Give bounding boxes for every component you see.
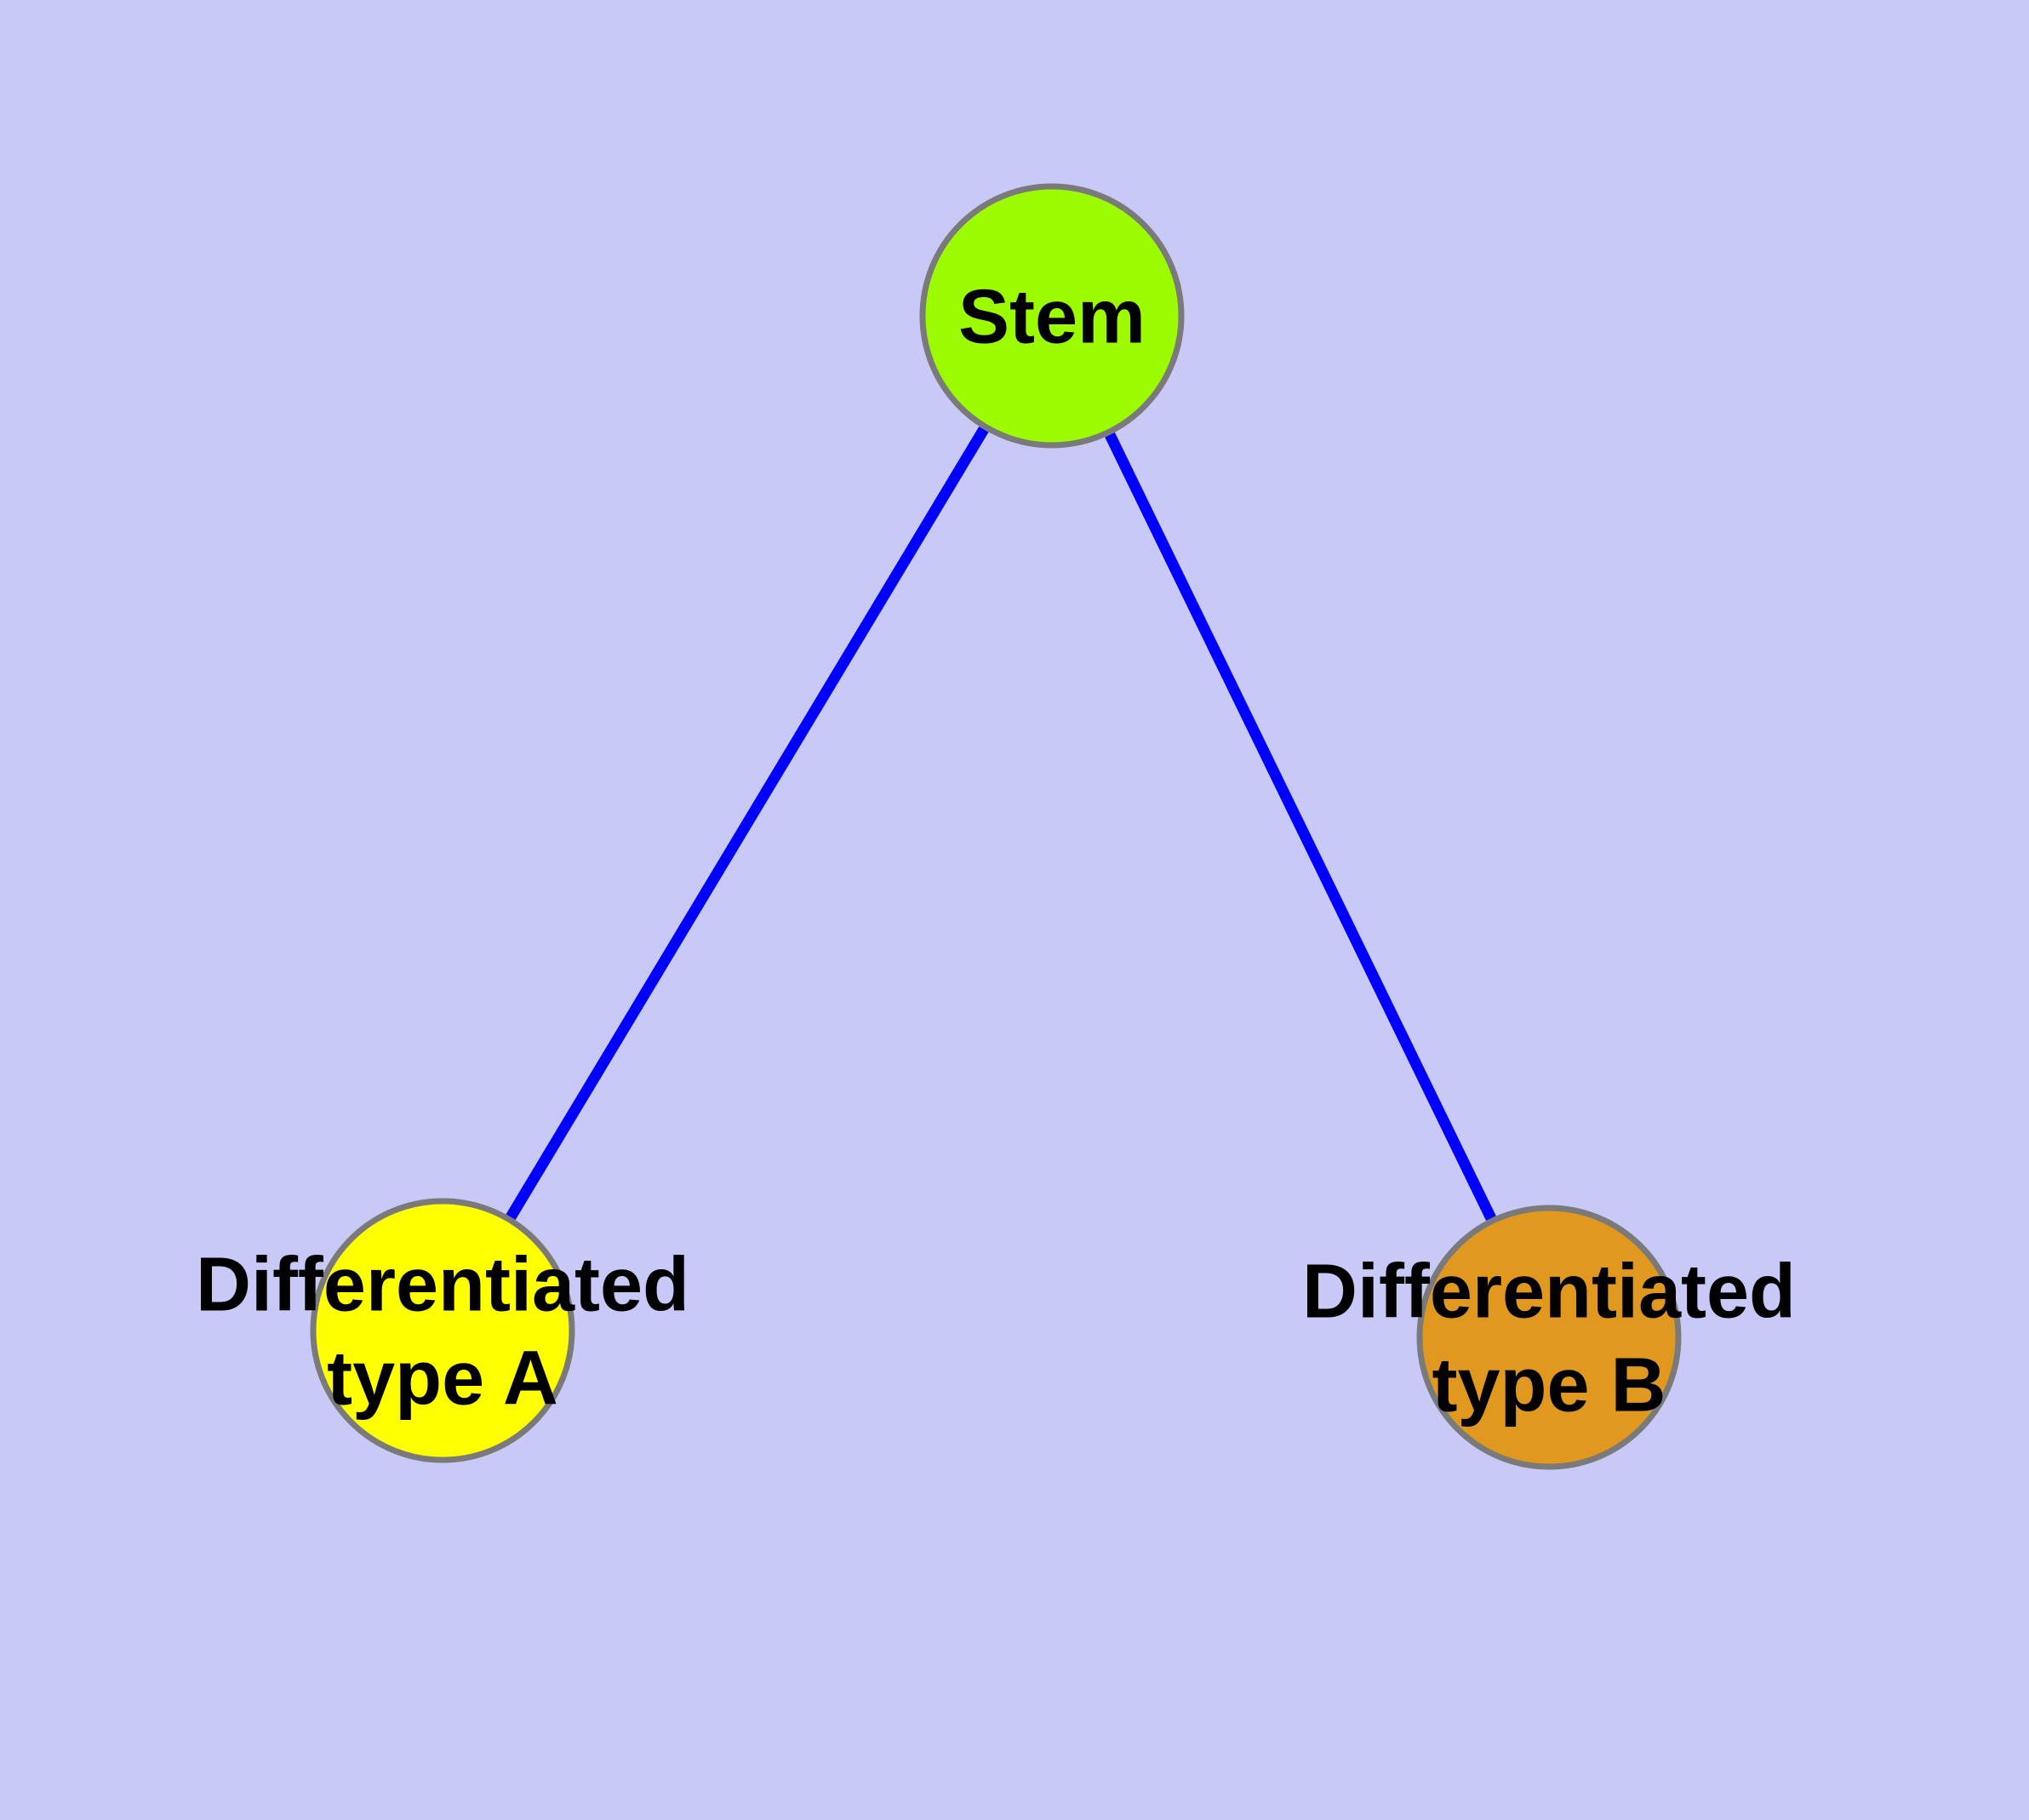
- node-diff_a-circle: [310, 1198, 575, 1463]
- edge-stem-to-diff_b: [1105, 432, 1496, 1222]
- node-label-line: Stem: [958, 275, 1146, 360]
- node-diff_b-circle: [1416, 1205, 1682, 1470]
- edge-stem-to-diff_a: [506, 426, 989, 1221]
- node-label-line: type B: [1432, 1343, 1666, 1428]
- node-stem-circle: [919, 183, 1185, 449]
- node-label-line: Differentiated: [196, 1243, 689, 1328]
- node-stem: Stem: [919, 183, 1185, 449]
- node-label-line: Differentiated: [1302, 1250, 1796, 1335]
- node-stem-label: Stem: [958, 275, 1146, 360]
- node-label-line: type A: [327, 1336, 558, 1422]
